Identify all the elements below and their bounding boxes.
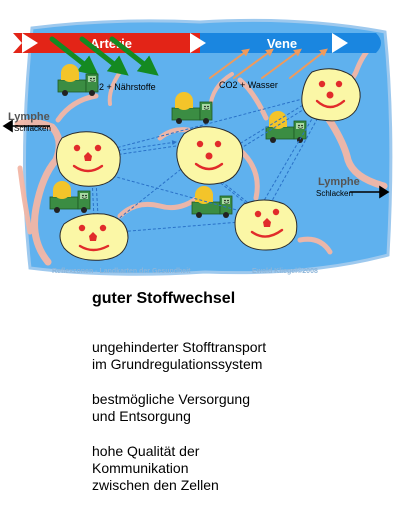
- caption-paragraph-communication: hohe Qualität der Kommunikation zwischen…: [92, 443, 219, 494]
- lymph-exit-left-arrow: [2, 119, 50, 133]
- cell-bottom-right: [234, 199, 298, 251]
- cell-center: [176, 126, 244, 185]
- lymph-left-label: Lymphe: [8, 111, 50, 123]
- caption-line: Kommunikation: [92, 460, 189, 476]
- caption-line: im Grundregulationssystem: [92, 356, 263, 372]
- caption-line: bestmögliche Versorgung: [92, 391, 250, 407]
- lymph-exit-right-arrow: [350, 185, 390, 199]
- lymph-right-label: Lymphe: [318, 176, 360, 188]
- outflow-label: CO2 + Wasser: [219, 80, 278, 90]
- cell-left: [56, 131, 121, 187]
- inflow-label: O2 + Nährstoffe: [92, 82, 156, 92]
- credit-left: Reflexzonen - Landkarten der Gesundheit: [52, 268, 191, 275]
- credit-right: Ewald Kliegel©2008: [252, 267, 318, 275]
- lymph-right-sub: Schlacken: [316, 189, 353, 198]
- cell-top-right: [301, 68, 361, 122]
- inflow-arrows: [49, 36, 159, 76]
- caption-line: zwischen den Zellen: [92, 477, 219, 493]
- caption-paragraph-supply: bestmögliche Versorgung und Entsorgung: [92, 391, 250, 425]
- outflow-arrows: [209, 48, 328, 79]
- caption-line: ungehinderter Stofftransport: [92, 339, 267, 355]
- metabolism-diagram: Arterie Vene O2 + Nährstoffe CO2 + Wasse…: [2, 18, 393, 276]
- caption-line: hohe Qualität der: [92, 443, 200, 459]
- vein-label: Vene: [267, 36, 297, 51]
- caption-line: und Entsorgung: [92, 408, 191, 424]
- cell-bottom-left: [59, 213, 129, 261]
- lymph-left-sub: Schlacken: [14, 124, 51, 133]
- communication-lines: [91, 96, 321, 233]
- caption-paragraph-transport: ungehinderter Stofftransport im Grundreg…: [92, 339, 266, 373]
- flow-chevrons: [22, 33, 348, 53]
- caption-title: guter Stoffwechsel: [92, 290, 236, 307]
